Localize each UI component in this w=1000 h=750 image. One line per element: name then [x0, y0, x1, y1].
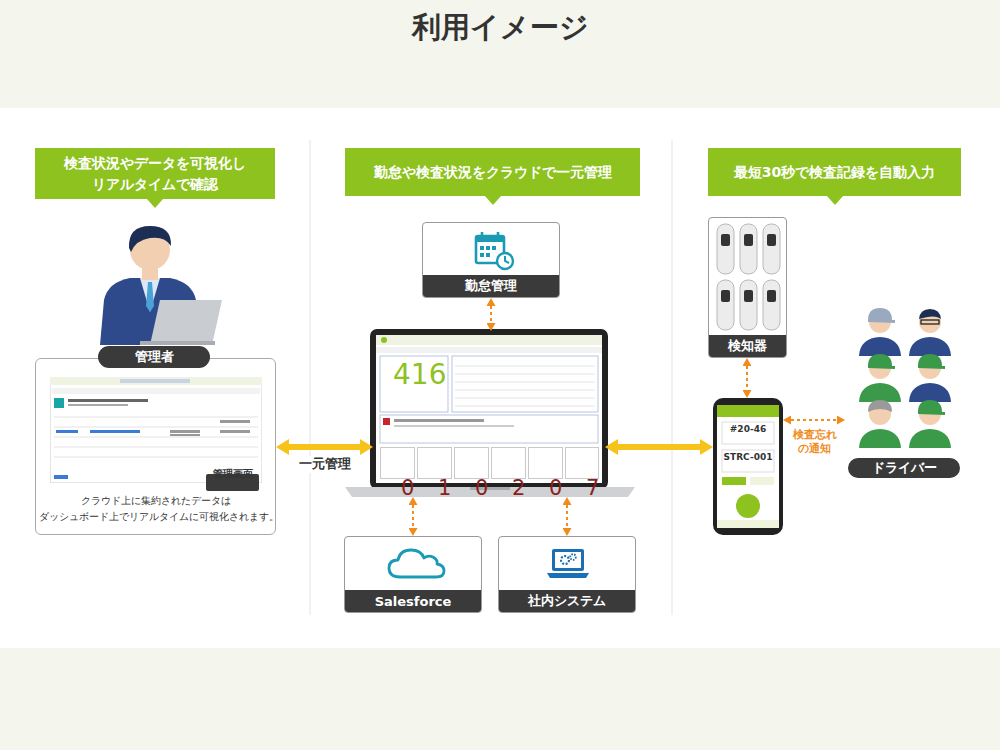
- pc-system-icon: [499, 537, 636, 592]
- node-text: 0: [549, 478, 562, 502]
- connector-arrow: [618, 444, 700, 450]
- count-cell: 0: [528, 447, 563, 479]
- node-text: 7: [586, 478, 599, 502]
- system-card: 社内システム: [498, 536, 636, 613]
- calendar-icon: [423, 223, 560, 277]
- node-text: 勤怠管理: [423, 275, 559, 297]
- driver-figures: [859, 308, 951, 448]
- node-text: #20-46: [721, 425, 775, 435]
- page-title: 利用イメージ: [0, 8, 1000, 48]
- node-text: 管理画面: [209, 466, 256, 483]
- node-text: 416: [393, 361, 446, 389]
- count-cell: 1: [417, 447, 452, 479]
- manager-figure: [100, 226, 222, 345]
- screen-tag: 管理画面: [206, 474, 259, 491]
- heading-band: 最短30秒で検査記録を自動入力: [708, 148, 961, 196]
- pointer-triangle: [147, 199, 163, 208]
- node-text: STRC-001: [721, 453, 775, 463]
- node-text: 1: [438, 478, 451, 502]
- phone-figure: [713, 398, 783, 535]
- node-text: 勤怠や検査状況をクラウドで一元管理: [374, 162, 612, 182]
- node-text: 社内システム: [499, 590, 635, 612]
- role-pill: 管理者: [98, 346, 210, 368]
- connector-arrow: [566, 505, 568, 528]
- dashboard-laptop: 416010207: [373, 331, 605, 497]
- edge-label: 一元管理: [297, 456, 353, 473]
- node-text: 最短30秒で検査記録を自動入力: [734, 162, 935, 182]
- count-cell: 2: [491, 447, 526, 479]
- node-text: ドライバー: [848, 458, 960, 478]
- node-text: 管理者: [135, 348, 174, 366]
- pointer-triangle: [485, 196, 501, 205]
- node-text: 検査状況やデータを可視化し リアルタイムで確認: [57, 153, 253, 194]
- system-card: Salesforce: [344, 536, 482, 613]
- cloud-icon: [345, 537, 482, 592]
- heading-band: 検査状況やデータを可視化し リアルタイムで確認: [35, 148, 275, 199]
- admin-panel: クラウド上に集約されたデータは ダッシュボード上でリアルタイムに可視化されます。…: [35, 358, 276, 535]
- count-cell: 0: [454, 447, 489, 479]
- count-cell: 7: [565, 447, 599, 479]
- connector-arrow: [490, 306, 492, 323]
- screenshot-figure: [50, 377, 262, 483]
- pointer-triangle: [827, 196, 843, 205]
- node-text: 0: [475, 478, 488, 502]
- laptop-figure: [345, 329, 635, 497]
- system-card: 勤怠管理: [422, 222, 560, 298]
- node-text: 検知器: [709, 335, 786, 357]
- smartphone: #20-46STRC-001: [713, 398, 783, 535]
- detector-devices: [709, 218, 787, 337]
- connector-arrow: [746, 366, 748, 390]
- node-text: Salesforce: [345, 590, 481, 612]
- connector-arrow: [412, 505, 414, 528]
- node-text: 0: [401, 478, 414, 502]
- heading-band: 勤怠や検査状況をクラウドで一元管理: [345, 148, 640, 196]
- node-text: 2: [512, 478, 525, 502]
- connector-arrow: [791, 419, 837, 421]
- connector-arrow: [289, 444, 360, 450]
- driver-group: ドライバー: [845, 300, 963, 478]
- device-card: 検知器: [708, 217, 787, 358]
- node-text: クラウド上に集約されたデータは ダッシュボード上でリアルタイムに可視化されます。: [39, 493, 272, 526]
- edge-label: 検査忘れ の通知: [788, 428, 841, 457]
- count-cell: 0: [380, 447, 415, 479]
